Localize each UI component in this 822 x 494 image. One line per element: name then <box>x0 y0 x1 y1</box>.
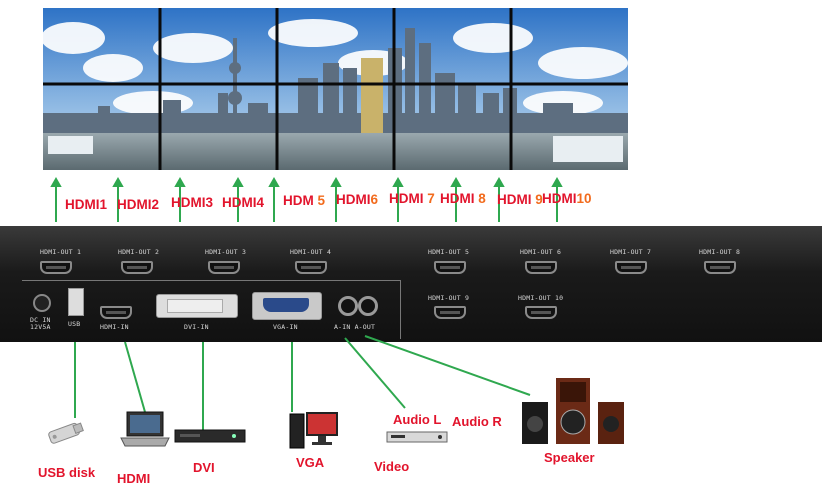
desktop-computer-icon <box>288 410 342 450</box>
hdmi-out-4-port <box>295 261 327 274</box>
device-label-speaker: Speaker <box>544 450 595 465</box>
hdmi-out-6-port <box>525 261 557 274</box>
wall-label-hdmi7: HDMI 7 <box>389 191 435 206</box>
hdmi-out-9-port <box>434 306 466 319</box>
device-label-video: Video <box>374 459 410 474</box>
dvi-in-port <box>156 294 238 318</box>
hdmi-out-2-port <box>121 261 153 274</box>
port-label-vga-in: VGA-IN <box>273 323 298 331</box>
port-label-out7: HDMI-OUT 7 <box>610 248 652 256</box>
port-label-out5: HDMI-OUT 5 <box>428 248 470 256</box>
input-section-frame <box>22 280 401 339</box>
wall-label-hdmi9: HDMI 9 <box>497 192 543 207</box>
wall-label-hdmi6: HDMI6 <box>336 192 379 207</box>
wall-label-hdmi1: HDMI1 <box>65 197 108 212</box>
laptop-icon <box>117 410 171 448</box>
port-label-dc: DC IN <box>30 316 51 324</box>
dc-power-jack <box>33 294 51 312</box>
usb-port <box>68 288 84 316</box>
usb-disk-icon <box>45 422 85 444</box>
port-label-out9: HDMI-OUT 9 <box>428 294 470 302</box>
hdmi-in-port <box>100 306 132 319</box>
wall-label-hdmi4: HDMI4 <box>222 195 265 210</box>
dvd-player-icon <box>174 428 246 444</box>
hdmi-out-7-port <box>615 261 647 274</box>
video-player-icon <box>386 430 448 444</box>
hdmi-out-5-port <box>434 261 466 274</box>
wall-label-hdmi3: HDMI3 <box>171 195 214 210</box>
hdmi-out-10-port <box>525 306 557 319</box>
port-label-out4: HDMI-OUT 4 <box>290 248 332 256</box>
port-label-out6: HDMI-OUT 6 <box>520 248 562 256</box>
speaker-icon <box>518 374 630 448</box>
device-label-vga: VGA <box>296 455 325 470</box>
device-label-audio-l: Audio L <box>393 412 442 427</box>
port-label-audio: A-IN A-OUT <box>334 323 376 331</box>
audio-in-jack <box>338 296 358 316</box>
device-label-dvi: DVI <box>193 460 215 475</box>
wall-label-hdmi2: HDMI2 <box>117 197 160 212</box>
port-label-dc-rating: 12V5A <box>30 323 51 331</box>
video-wall-image <box>43 8 628 170</box>
hdmi-out-1-port <box>40 261 72 274</box>
video-wall-controller-panel: HDMI-OUT 1 HDMI-OUT 2 HDMI-OUT 3 HDMI-OU… <box>0 226 822 342</box>
port-label-usb: USB <box>68 320 81 328</box>
hdmi-out-8-port <box>704 261 736 274</box>
device-label-usb-disk: USB disk <box>38 465 96 480</box>
vga-in-port <box>252 292 322 320</box>
device-label-audio-r: Audio R <box>452 414 502 429</box>
port-label-out1: HDMI-OUT 1 <box>40 248 82 256</box>
wall-label-hdmi5: HDM 5 <box>283 193 326 208</box>
hdmi-out-3-port <box>208 261 240 274</box>
audio-out-jack <box>358 296 378 316</box>
port-label-out3: HDMI-OUT 3 <box>205 248 247 256</box>
device-label-hdmi: HDMI <box>117 471 151 486</box>
port-label-hdmi-in: HDMI-IN <box>100 323 129 331</box>
output-arrows <box>50 176 563 222</box>
wall-label-hdmi8: HDMI 8 <box>440 191 486 206</box>
port-label-out8: HDMI-OUT 8 <box>699 248 741 256</box>
port-label-out10: HDMI-OUT 10 <box>518 294 564 302</box>
port-label-dvi-in: DVI-IN <box>184 323 209 331</box>
port-label-out2: HDMI-OUT 2 <box>118 248 160 256</box>
wall-label-hdmi10: HDMI10 <box>542 191 592 206</box>
